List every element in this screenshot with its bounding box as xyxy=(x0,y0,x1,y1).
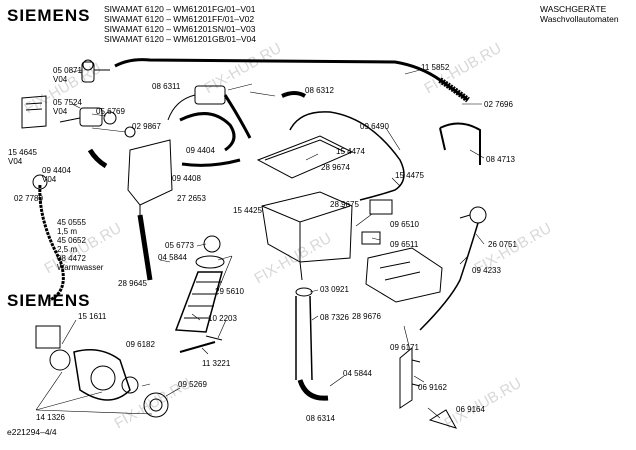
inlet-valve xyxy=(79,107,103,127)
model-line: SIWAMAT 6120 – WM61201GB/01–V04 xyxy=(104,34,256,44)
part-number-label: 28 9676 xyxy=(352,312,381,321)
foot-clip xyxy=(428,409,458,429)
cover-plate xyxy=(21,95,47,129)
part-number-label: 08 6314 xyxy=(306,414,335,423)
part-number-label: 45 0555 1,5 m 45 0652 2,5 m 08 4472 Warm… xyxy=(57,218,104,272)
hose-holder xyxy=(399,346,413,409)
part-number-label: 09 6182 xyxy=(126,340,155,349)
temperature-sensor xyxy=(469,206,487,224)
part-number-label: 09 6490 xyxy=(360,122,389,131)
part-number-label: 05 6769 xyxy=(96,107,125,116)
part-number-label: 09 4233 xyxy=(472,266,501,275)
part-number-label: 15 4645 V04 xyxy=(8,148,37,166)
small-hose xyxy=(281,91,307,98)
seal-ring xyxy=(195,255,225,269)
part-number-label: 08 4713 xyxy=(486,155,515,164)
part-number-label: 08 6311 xyxy=(152,82,181,91)
connecting-wire xyxy=(289,111,405,201)
brand-logo: SIEMENS xyxy=(7,6,91,25)
part-number-label: 09 6511 xyxy=(390,240,419,249)
pump-seal xyxy=(121,376,139,394)
part-number-label: 11 5852 xyxy=(421,63,450,72)
brand-logo-lower: SIEMENS xyxy=(7,291,91,310)
category-subtitle: Waschvollautomaten xyxy=(540,14,619,24)
part-number-label: 15 4475 xyxy=(395,171,424,180)
module-housing xyxy=(256,135,354,179)
clip xyxy=(369,199,393,215)
part-number-label: 02 7780 xyxy=(14,194,43,203)
part-number-label: 09 4408 xyxy=(172,174,201,183)
part-number-label: 15 4425 xyxy=(233,206,262,215)
part-number-label: 09 5269 xyxy=(178,380,207,389)
detergent-drawer xyxy=(365,247,443,303)
mounting-bracket xyxy=(439,122,481,165)
part-number-label: 10 2203 xyxy=(208,314,237,323)
drain-pump xyxy=(73,349,131,401)
drain-bellows xyxy=(174,271,223,333)
part-number-label: 08 6312 xyxy=(305,86,334,95)
sensor-wire xyxy=(419,222,479,331)
part-number-label: 06 9164 xyxy=(456,405,485,414)
ball-valve xyxy=(203,235,221,253)
part-number-label: 09 4404 xyxy=(186,146,215,155)
part-number-label: 02 9867 xyxy=(132,122,161,131)
hose-clip xyxy=(295,287,313,297)
model-list: SIWAMAT 6120 – WM61201FG/01–V01 SIWAMAT … xyxy=(104,4,256,44)
part-number-label: 28 9674 xyxy=(321,163,350,172)
part-number-label: 04 5844 xyxy=(158,253,187,262)
part-number-label: 04 5844 xyxy=(343,369,372,378)
part-number-label: 05 0871 V04 xyxy=(53,66,82,84)
elbow-hose xyxy=(297,379,329,401)
part-number-label: 26 0751 xyxy=(488,240,517,249)
part-number-label: 09 6171 xyxy=(390,343,419,352)
part-number-label: 03 0921 xyxy=(320,285,349,294)
part-number-label: 15 4474 xyxy=(336,147,365,156)
part-number-label: 15 1611 xyxy=(78,312,107,321)
part-number-label: 28 9645 xyxy=(118,279,147,288)
part-number-label: 09 4404 V04 xyxy=(42,166,71,184)
filter-cap xyxy=(143,392,169,418)
document-id: e221294–4/4 xyxy=(7,427,57,437)
part-number-label: 27 2653 xyxy=(177,194,206,203)
part-number-label: 06 9162 xyxy=(418,383,447,392)
part-number-label: 09 6510 xyxy=(390,220,419,229)
part-number-label: 08 7326 xyxy=(320,313,349,322)
detergent-hopper xyxy=(127,139,173,206)
inlet-hose-long xyxy=(114,58,469,102)
corrugated-hose xyxy=(438,77,470,103)
clip-small xyxy=(361,231,381,245)
clamp-rod xyxy=(179,341,216,353)
part-number-label: 29 5610 xyxy=(215,287,244,296)
part-number-label: 05 7524 V04 xyxy=(53,98,82,116)
pump-motor xyxy=(35,325,61,349)
valve-body xyxy=(81,61,95,83)
hose-nut xyxy=(32,174,48,190)
short-hose xyxy=(87,148,108,169)
model-line: SIWAMAT 6120 – WM61201FG/01–V01 xyxy=(104,4,256,14)
model-line: SIWAMAT 6120 – WM61201SN/01–V03 xyxy=(104,24,256,34)
part-number-label: 11 3221 xyxy=(202,359,231,368)
part-number-label: 05 6773 xyxy=(165,241,194,250)
category-title: WASCHGERÄTE xyxy=(540,4,607,14)
hose-loop xyxy=(179,112,236,152)
drain-pipe xyxy=(295,295,313,381)
dispenser-housing xyxy=(261,191,353,263)
warmwater-hose xyxy=(38,184,65,302)
model-line: SIWAMAT 6120 – WM61201FF/01–V02 xyxy=(104,14,255,24)
pressure-switch xyxy=(194,85,226,105)
part-number-label: 28 9675 xyxy=(330,200,359,209)
o-ring xyxy=(49,349,71,371)
drain-tube xyxy=(137,214,153,281)
part-number-label: 14 1326 xyxy=(36,413,65,422)
category-block: WASCHGERÄTE Waschvollautomaten xyxy=(540,4,619,24)
part-number-label: 02 7696 xyxy=(484,100,513,109)
